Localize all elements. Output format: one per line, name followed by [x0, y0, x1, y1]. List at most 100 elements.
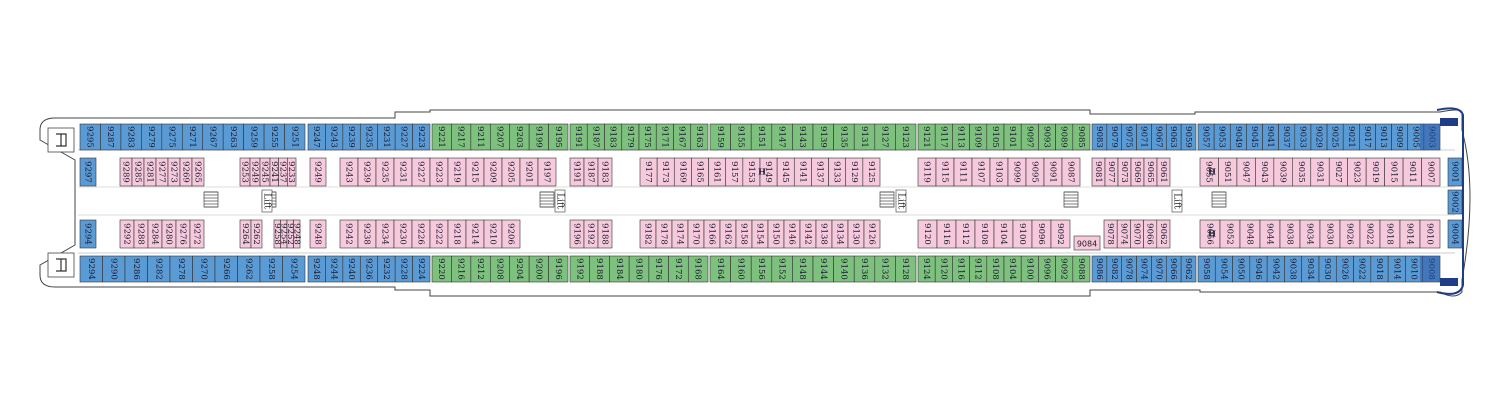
- bottom-outer-green-cabin: [548, 255, 569, 283]
- bottom-inner-pink-cabin-number: 9248: [291, 223, 301, 245]
- bottom-inner-pink-cabin-number: 9074: [1118, 223, 1128, 245]
- lift-label: Lift: [1172, 193, 1182, 209]
- top-inner-pink-cabin: [287, 157, 297, 187]
- bottom-outer-blue-cabin-number: 9286: [131, 258, 141, 280]
- top-inner-pink-cabin-number: 9145: [780, 161, 790, 183]
- top-inner-pink-cabin-number: 9191: [572, 161, 582, 183]
- bottom-inner-pink-cabin-number: 9066: [1145, 223, 1155, 245]
- bottom-outer-green-cabin-number: 9144: [818, 258, 828, 280]
- top-outer-blue-cabin-number: 9057: [1201, 126, 1211, 148]
- bottom-inner-pink-cabin-number: 9038: [1285, 223, 1295, 245]
- lift-label: Lift: [896, 193, 906, 209]
- top-outer-blue-cabin-number: 9283: [126, 126, 136, 148]
- top-outer-green-cabin-number: 9221: [436, 126, 446, 148]
- bottom-outer-blue-cabin-number: 9026: [1339, 258, 1349, 280]
- bottom-outer-green-cabin: [1072, 255, 1091, 283]
- top-inner-pink-cabin: [191, 157, 205, 187]
- top-inner-pink-cabin-number: 9253: [240, 161, 250, 183]
- top-outer-blue-cabin-number: 9075: [1124, 126, 1134, 148]
- top-outer-blue-cabin-number: 9079: [1109, 126, 1119, 148]
- bottom-inner-pink-cabin-number: 9242: [344, 223, 354, 245]
- top-inner-pink-cabin-number: 9095: [1030, 161, 1040, 183]
- bottom-inner-pink-cabin-number: 9230: [398, 223, 408, 245]
- bottom-outer-blue-cabin-number: 9062: [1183, 258, 1193, 280]
- bottom-outer-green-cabin-number: 9148: [797, 258, 807, 280]
- top-inner-pink-cabin-number: 9137: [815, 161, 825, 183]
- bottom-inner-pink-cabin-number: 9120: [922, 223, 932, 245]
- bottom-inner-pink-cabin-number: 9022: [1365, 223, 1375, 245]
- top-outer-blue-cabin-number: 9223: [416, 126, 426, 148]
- bottom-outer-green-cabin-number: 9100: [1024, 258, 1034, 280]
- bottom-outer-blue-cabin-number: 9038: [1288, 258, 1298, 280]
- top-inner-pink-cabin-number: 9111: [958, 161, 968, 183]
- top-inner-pink-cabin-number: 9133: [832, 161, 842, 183]
- top-inner-pink-cabin-number: 9223: [434, 161, 444, 183]
- top-outer-green-cabin-number: 9097: [1024, 126, 1034, 148]
- bottom-inner-pink-cabin-number: 9182: [643, 223, 653, 245]
- bottom-inner-pink-cabin-number: 9134: [835, 223, 845, 245]
- bottom-inner-pink-cabin-number: 9014: [1405, 223, 1415, 245]
- bottom-outer-blue-cabin-number: 9078: [1124, 258, 1134, 280]
- stairs-icon-frame: [203, 191, 219, 208]
- bow-suite-top: [1420, 124, 1440, 150]
- bottom-outer-blue-cabin-number: 9086: [1094, 258, 1104, 280]
- bottom-outer-blue-cabin-number: 9042: [1270, 258, 1280, 280]
- top-inner-pink-cabin-number: 9285: [133, 161, 143, 183]
- top-outer-green-cabin-number: 9085: [1076, 126, 1086, 148]
- bottom-inner-pink-cabin: [293, 219, 301, 249]
- bottom-outer-green-cabin-number: 9112: [973, 258, 983, 280]
- top-outer-blue-cabin-number: 9045: [1249, 126, 1259, 148]
- bottom-inner-pink-cabin: [1156, 219, 1171, 249]
- bottom-inner-pink-cabin-number: 9292: [122, 223, 132, 245]
- bottom-outer-blue-cabin-number: 9022: [1357, 258, 1367, 280]
- bottom-outer-green-cabin-number: 9108: [990, 258, 1000, 280]
- bottom-inner-pink-cabin-number: 9104: [998, 223, 1008, 245]
- bottom-outer-blue-cabin: [282, 255, 306, 283]
- bottom-inner-pink-cabin-number: 9078: [1105, 223, 1115, 245]
- top-outer-green-cabin-number: 9143: [797, 126, 807, 148]
- top-inner-pink-cabin-number: 9249: [313, 161, 323, 183]
- top-outer-blue-cabin-number: 9271: [187, 126, 197, 148]
- top-outer-blue-cabin: [1180, 123, 1197, 151]
- top-inner-pink-cabin-number: 9289: [121, 161, 131, 183]
- bottom-outer-green-cabin-number: 9196: [553, 258, 563, 280]
- top-inner-pink-cabin-number: 9103: [994, 161, 1004, 183]
- bottom-inner-pink-cabin-number: 9218: [452, 223, 462, 245]
- bottom-outer-blue-cabin-number: 9224: [416, 258, 426, 280]
- top-inner-pink-cabin-number: 9245: [260, 161, 270, 183]
- special-cabin: [1073, 235, 1101, 251]
- bottom-inner-pink-cabin-number: 9026: [1345, 223, 1355, 245]
- top-inner-pink-cabin-number: 9007: [1425, 161, 1435, 183]
- top-outer-green-cabin-number: 9195: [553, 126, 563, 148]
- bottom-inner-pink-cabin: [309, 219, 327, 249]
- bottom-inner-pink-cabin-number: 9048: [1245, 223, 1255, 245]
- top-outer-blue-cabin-number: 9067: [1153, 126, 1163, 148]
- top-outer-blue-cabin-number: 9025: [1330, 126, 1340, 148]
- top-inner-pink-cabin-number: 9015: [1388, 161, 1398, 183]
- top-outer-green-cabin-number: 9175: [642, 126, 652, 148]
- lift-icon: [261, 189, 273, 213]
- bottom-outer-blue-cabin: [1180, 255, 1197, 283]
- bottom-inner-blue-cabin-number: 9294: [83, 223, 93, 245]
- lift-icon: [1171, 189, 1183, 213]
- bottom-inner-pink-cabin-number: 9248: [313, 223, 323, 245]
- bottom-inner-pink-cabin-number: 9192: [586, 223, 596, 245]
- lift-icon: [895, 189, 907, 213]
- bottom-outer-blue-cabin-number: 9236: [364, 258, 374, 280]
- bottom-inner-pink-cabin-number: 9288: [136, 223, 146, 245]
- bottom-outer-blue-cabin-number: 9010: [1409, 258, 1419, 280]
- top-inner-pink-cabin-number: 9187: [586, 161, 596, 183]
- top-inner-pink-cabin-number: 9169: [677, 161, 687, 183]
- bottom-outer-blue-cabin-number: 9066: [1168, 258, 1178, 280]
- bottom-outer-blue-cabin-number: 9030: [1322, 258, 1332, 280]
- top-outer-blue-cabin-number: 9053: [1217, 126, 1227, 148]
- top-outer-green-cabin-number: 9135: [838, 126, 848, 148]
- top-inner-pink-cabin-number: 9201: [524, 161, 534, 183]
- top-outer-green-cabin-number: 9109: [973, 126, 983, 148]
- top-inner-pink-cabin-number: 9235: [380, 161, 390, 183]
- top-inner-pink-cabin-number: 9205: [506, 161, 516, 183]
- top-inner-pink-cabin-number: 9129: [849, 161, 859, 183]
- bottom-inner-pink-cabin-number: 9226: [416, 223, 426, 245]
